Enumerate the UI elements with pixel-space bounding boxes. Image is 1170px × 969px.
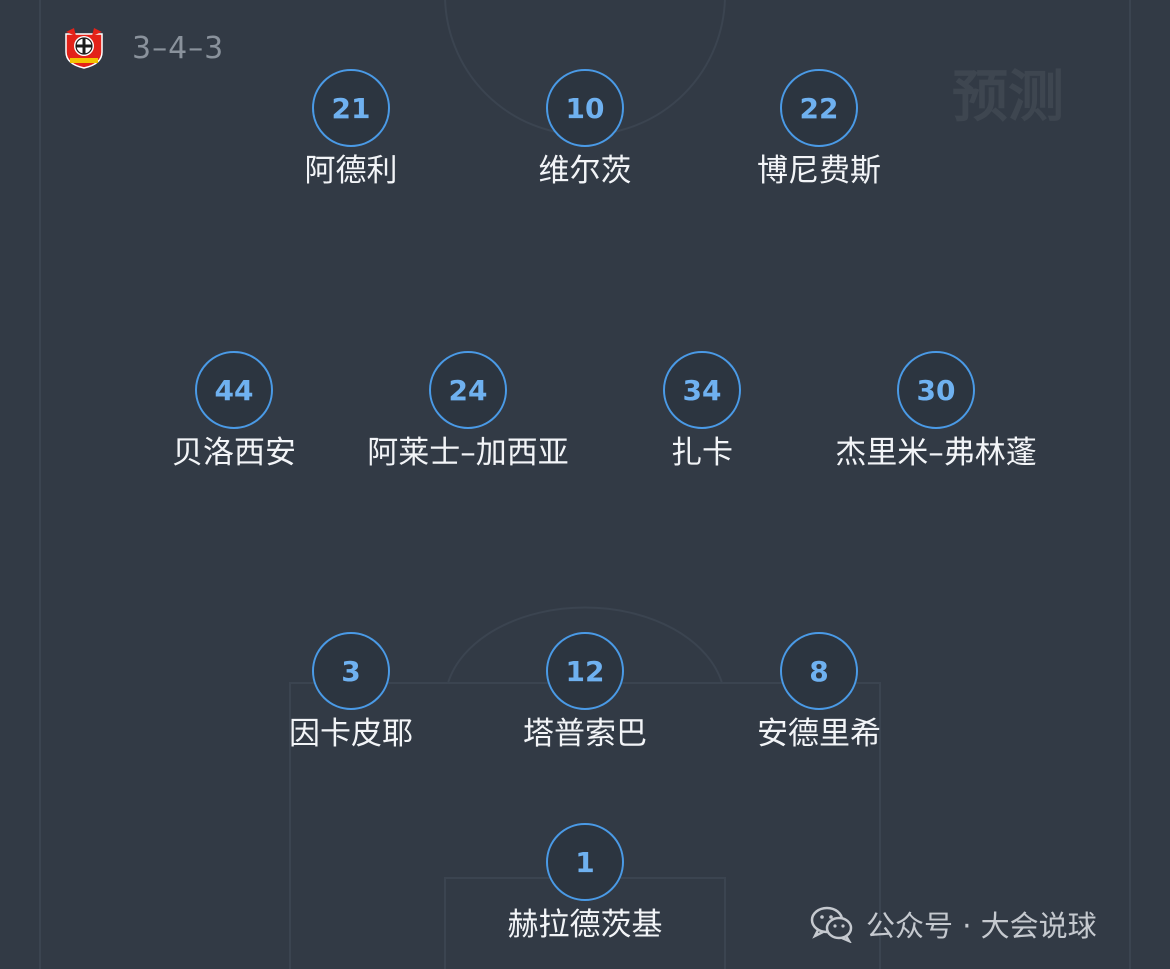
player-card[interactable]: 12 塔普索巴 (465, 632, 705, 754)
player-number-badge: 10 (546, 69, 624, 147)
player-card[interactable]: 10 维尔茨 (465, 69, 705, 191)
player-number-badge: 3 (312, 632, 390, 710)
player-card[interactable]: 22 博尼费斯 (699, 69, 939, 191)
formation-label: 3–4–3 (132, 30, 225, 66)
player-card[interactable]: 3 因卡皮耶 (231, 632, 471, 754)
player-name: 维尔茨 (538, 153, 632, 189)
wechat-watermark: 公众号 · 大会说球 (810, 902, 1097, 946)
player-name: 贝洛西安 (172, 435, 296, 471)
player-number-badge: 34 (663, 351, 741, 429)
player-name: 博尼费斯 (757, 153, 881, 189)
player-card[interactable]: 24 阿莱士–加西亚 (348, 351, 588, 473)
player-name: 安德里希 (757, 716, 881, 752)
wechat-account-text: 公众号 · 大会说球 (866, 909, 1097, 943)
player-number-badge: 1 (546, 823, 624, 901)
player-number-badge: 22 (780, 69, 858, 147)
player-number-badge: 8 (780, 632, 858, 710)
player-name: 阿德利 (304, 153, 398, 189)
player-name: 赫拉德茨基 (507, 907, 663, 943)
player-number-badge: 24 (429, 351, 507, 429)
player-card[interactable]: 34 扎卡 (582, 351, 822, 473)
player-number-badge: 12 (546, 632, 624, 710)
player-number-badge: 44 (195, 351, 273, 429)
player-card[interactable]: 1 赫拉德茨基 (465, 823, 705, 945)
player-card[interactable]: 8 安德里希 (699, 632, 939, 754)
player-card[interactable]: 21 阿德利 (231, 69, 471, 191)
player-card[interactable]: 44 贝洛西安 (114, 351, 354, 473)
player-name: 塔普索巴 (523, 716, 647, 752)
player-card[interactable]: 30 杰里米–弗林蓬 (816, 351, 1056, 473)
prediction-watermark: 预测 (952, 65, 1064, 130)
bayer-leverkusen-crest-icon (65, 28, 103, 69)
player-number-badge: 30 (897, 351, 975, 429)
player-name: 阿莱士–加西亚 (367, 435, 569, 471)
player-name: 杰里米–弗林蓬 (835, 435, 1037, 471)
wechat-icon (810, 906, 853, 943)
player-name: 因卡皮耶 (289, 716, 413, 752)
player-number-badge: 21 (312, 69, 390, 147)
team-header: 3–4–3 (62, 26, 224, 70)
player-name: 扎卡 (671, 435, 733, 471)
